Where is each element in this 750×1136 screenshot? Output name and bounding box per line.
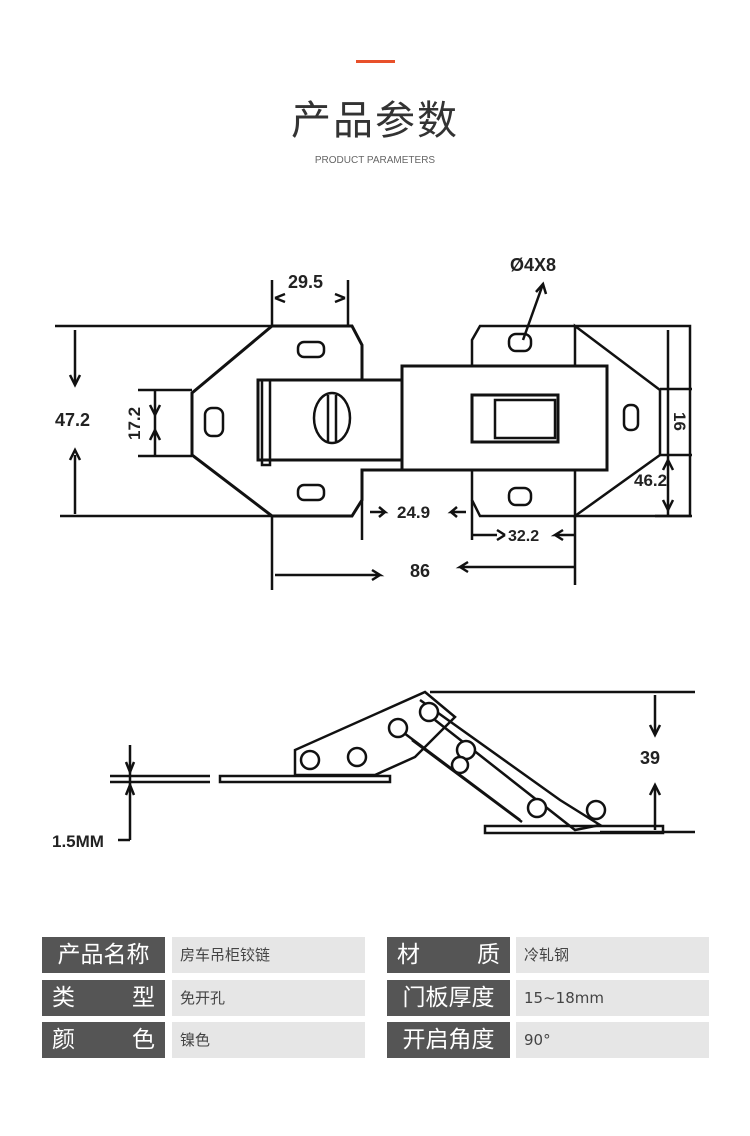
top-view: 29.5 Ø4X8 47.2 17.2 16 46.2 24.9 32.2 86 bbox=[55, 255, 692, 590]
spec-value-door-thickness: 15~18mm bbox=[516, 980, 709, 1016]
title-accent-bar bbox=[356, 60, 395, 63]
side-view: 39 1.5MM bbox=[52, 690, 695, 851]
dim-right-small: 46.2 bbox=[634, 471, 667, 490]
dim-height-total: 47.2 bbox=[55, 410, 90, 430]
dim-length: 86 bbox=[410, 561, 430, 581]
dim-height-mid: 17.2 bbox=[125, 407, 144, 440]
label-text: 型 bbox=[132, 985, 155, 1011]
label-text: 质 bbox=[477, 942, 500, 968]
spec-value-opening-angle: 90° bbox=[516, 1022, 709, 1058]
dim-right-height: 16 bbox=[670, 412, 689, 431]
spec-label-name: 产品名称 bbox=[42, 937, 165, 973]
dim-thickness: 1.5MM bbox=[52, 832, 104, 851]
page-title: 产品参数 bbox=[291, 98, 459, 144]
dim-side-height: 39 bbox=[640, 748, 660, 768]
spec-label-type: 类型 bbox=[42, 980, 165, 1016]
label-text: 门板厚度 bbox=[402, 985, 495, 1011]
label-text: 色 bbox=[132, 1027, 155, 1053]
spec-label-door-thickness: 门板厚度 bbox=[387, 980, 510, 1016]
dim-gap-mid: 24.9 bbox=[397, 503, 430, 522]
label-text: 类 bbox=[52, 985, 75, 1011]
spec-label-material: 材质 bbox=[387, 937, 510, 973]
spec-label-opening-angle: 开启角度 bbox=[387, 1022, 510, 1058]
spec-value-color: 镍色 bbox=[172, 1022, 365, 1058]
label-text: 产品名称 bbox=[57, 942, 150, 968]
dim-width-top: 29.5 bbox=[288, 272, 323, 292]
label-text: 颜 bbox=[52, 1027, 75, 1053]
dim-hole: Ø4X8 bbox=[510, 255, 556, 275]
spec-value-type: 免开孔 bbox=[172, 980, 365, 1016]
spec-value-name: 房车吊柜铰链 bbox=[172, 937, 365, 973]
page-subtitle: PRODUCT PARAMETERS bbox=[314, 155, 436, 166]
spec-value-material: 冷轧钢 bbox=[516, 937, 709, 973]
dim-right-offset: 32.2 bbox=[508, 528, 539, 545]
label-text: 开启角度 bbox=[402, 1027, 495, 1053]
spec-label-color: 颜色 bbox=[42, 1022, 165, 1058]
label-text: 材 bbox=[397, 942, 420, 968]
